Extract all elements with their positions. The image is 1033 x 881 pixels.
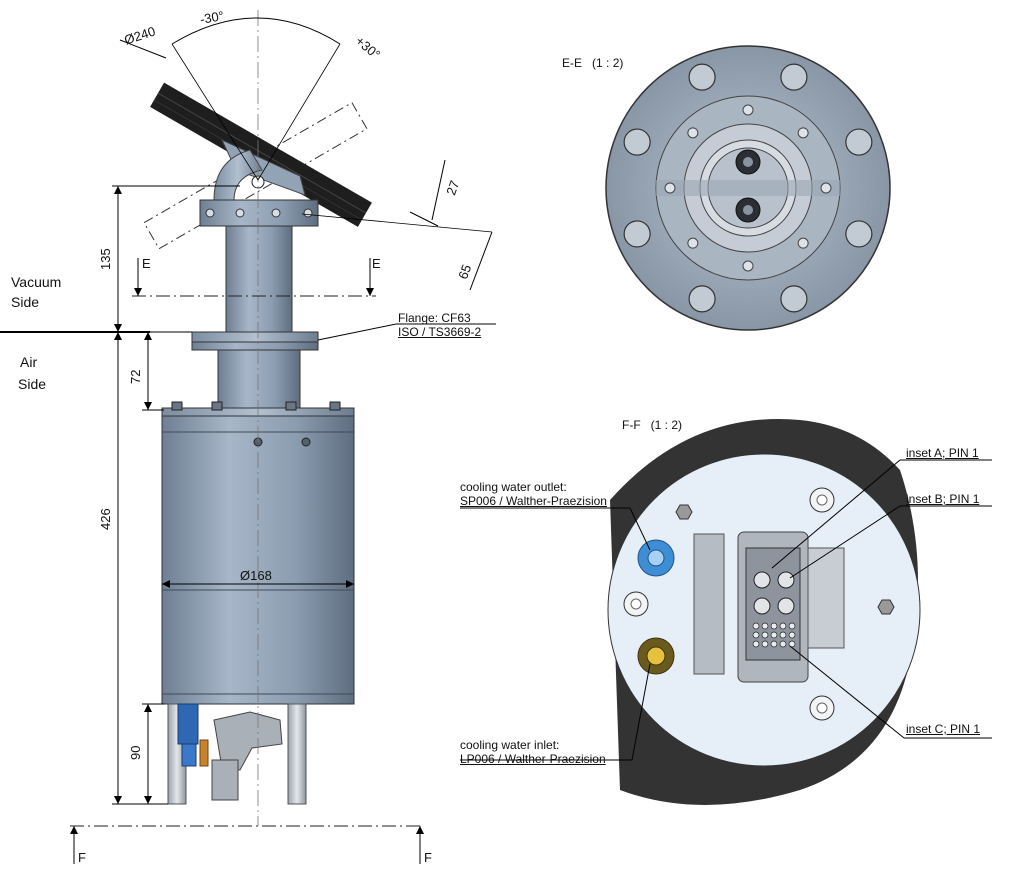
connector-pin — [779, 631, 787, 639]
connector-pin — [779, 622, 787, 630]
body-diameter-label: Ø168 — [240, 568, 272, 583]
section-mark-e-left: E — [142, 256, 151, 271]
inset-c-label: inset C; PIN 1 — [906, 722, 981, 736]
inner-hole — [687, 237, 699, 249]
cooling-inlet-label-2: LP006 / Walther-Praezision — [460, 752, 606, 766]
flange-bolt — [780, 63, 808, 91]
section-view-ff — [460, 419, 992, 805]
dimension-72: 72 — [128, 369, 143, 384]
inset-b-label: inset B; PIN 1 — [906, 492, 980, 506]
flange-bolt — [688, 285, 716, 313]
connector-pin — [770, 631, 778, 639]
inner-hole — [664, 182, 676, 194]
flange-bolt — [623, 128, 651, 156]
connector-pin — [770, 640, 778, 648]
connector-pin — [779, 640, 787, 648]
air-side-label-2: Side — [18, 376, 47, 392]
ff-view-title: F-F (1 : 2) — [622, 418, 683, 432]
connector-pin — [788, 640, 796, 648]
vacuum-side-label-2: Side — [11, 294, 40, 310]
connector-pin — [761, 640, 769, 648]
dimension-90: 90 — [128, 745, 143, 760]
connector-pin — [761, 622, 769, 630]
flange-bolt — [845, 220, 873, 248]
flange-bolt — [780, 285, 808, 313]
connector-pin — [788, 622, 796, 630]
flange-label-2: ISO / TS3669-2 — [398, 325, 482, 339]
dimension-426: 426 — [98, 508, 113, 530]
section-view-ee — [605, 45, 891, 331]
flange-bolt — [688, 63, 716, 91]
vacuum-side-label-1: Vacuum — [11, 274, 62, 290]
air-side-label-1: Air — [20, 354, 38, 370]
connector-pin — [752, 631, 760, 639]
ee-view-title: E-E (1 : 2) — [562, 56, 624, 70]
side-view — [70, 10, 496, 864]
inner-hole — [820, 182, 832, 194]
flange-label-1: Flange: CF63 — [398, 311, 471, 325]
section-mark-f-right: F — [424, 850, 432, 865]
inner-hole — [742, 260, 754, 272]
connector-pin — [752, 622, 760, 630]
inner-hole — [687, 127, 699, 139]
flange-bolt — [845, 128, 873, 156]
cooling-outlet-label-2: SP006 / Walther-Praezision — [460, 494, 607, 508]
cooling-inlet-label-1: cooling water inlet: — [460, 738, 560, 752]
inset-a-label: inset A; PIN 1 — [906, 446, 979, 460]
connector-pin — [770, 622, 778, 630]
connector-pin — [788, 631, 796, 639]
inner-hole — [797, 127, 809, 139]
dimension-135: 135 — [98, 248, 113, 270]
connector-pin — [752, 640, 760, 648]
inner-hole — [797, 237, 809, 249]
inner-hole — [742, 104, 754, 116]
flange-bolt — [623, 220, 651, 248]
section-mark-e-right: E — [372, 256, 381, 271]
cooling-outlet-label-1: cooling water outlet: — [460, 480, 567, 494]
connector-pin — [761, 631, 769, 639]
section-mark-f-left: F — [78, 850, 86, 865]
